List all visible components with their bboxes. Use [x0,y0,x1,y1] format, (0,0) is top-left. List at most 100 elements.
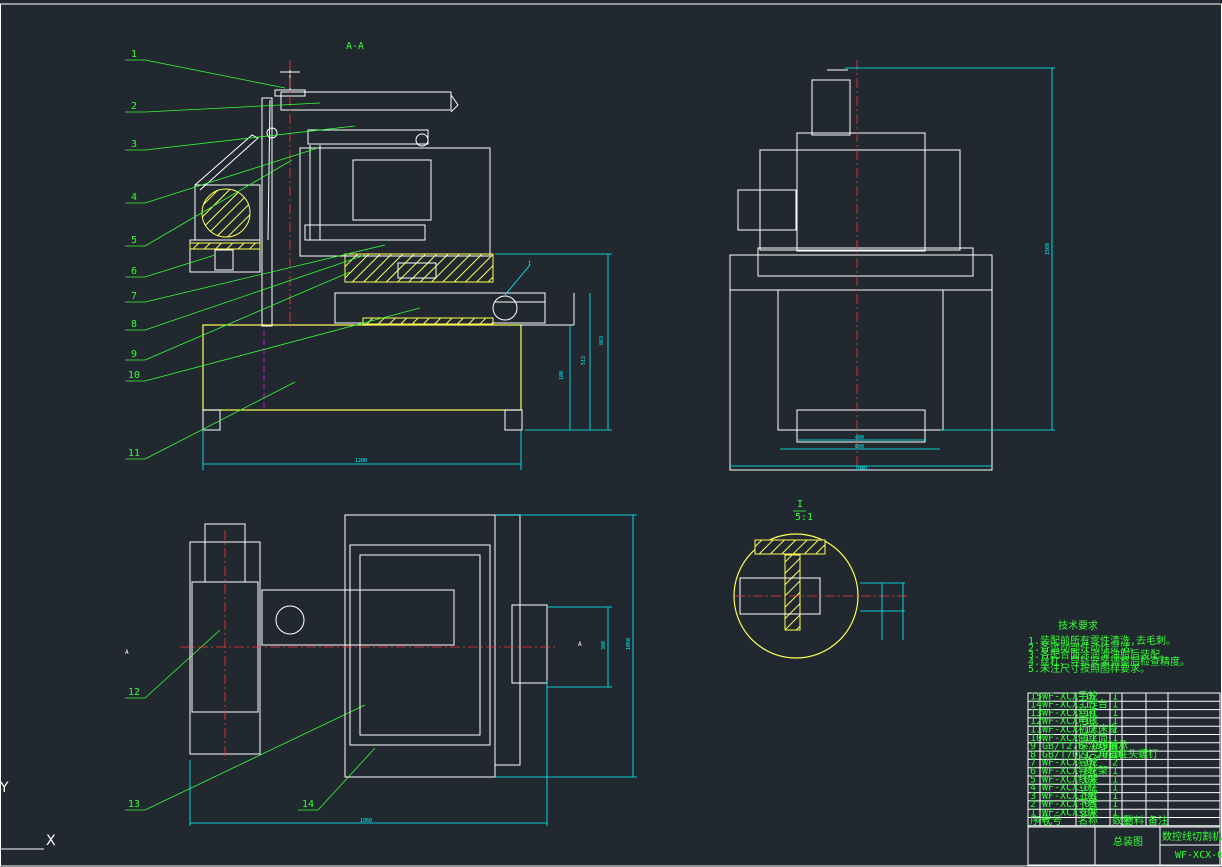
tech-note-line: 4.丝杠、导轨安装调整后检查精度。 [1028,655,1190,668]
bom-cell: 支架 [1078,807,1098,819]
bom-cell: 1 [1112,700,1118,711]
section-marker-right: A [578,641,582,648]
bom-cell: WF-XCX-12 [1042,725,1096,736]
title-block: 总装图 数控线切割机床总装图 WF-XCX-00 [1028,826,1222,865]
bom-cell: 10 [1030,733,1042,744]
dim-side-height: 1560 [1045,243,1051,255]
bom-cell: 5 [1030,774,1036,785]
bom-cell: 6 [1030,766,1036,777]
section-view-title: A-A [346,41,364,52]
bom-cell: 电机 [1078,714,1098,727]
tech-notes-title: 技术要求 [1058,619,1098,632]
dim-side-bottom-1: 400 [855,435,864,441]
bom-cell: 1 [1112,691,1118,702]
bom-cell: 1 [1112,766,1118,777]
part-label-4: 4 [131,192,137,203]
bom-cell: WF-XCX-07 [1042,783,1096,794]
bom-cell: 丝杠 [1078,706,1098,719]
bom-cell: 8 [1030,749,1036,760]
tech-note-line: 5.未注尺寸按照图样要求。 [1028,662,1150,675]
detail-scale: 5:1 [795,512,813,523]
bom-cell: 机床床身 [1078,723,1118,736]
tech-note-line: 1.装配前所有零件清洗,去毛刺。 [1028,634,1176,647]
bom-grid [1027,692,1221,827]
bom-cell: 1 [1112,725,1118,736]
bom-cell: 内六角圆柱头螺钉 [1078,747,1158,760]
front-section-view: A-A [189,41,612,470]
dim-top-height: 1060 [626,638,632,650]
bom-cell: WF-XCX-06 [1042,791,1096,802]
ucs-icon: X Y [0,780,56,850]
dim-front-width: 1200 [355,458,367,464]
detail-view: I 5:1 [733,499,910,659]
bom-cell: 2 [1030,799,1036,810]
part-label-6: 6 [131,266,137,277]
ucs-x-label: X [46,833,56,849]
tech-note-line: 3.各配合面涂润滑油脂后装配。 [1028,648,1170,661]
bom-cell: 手轮 [1078,689,1098,702]
part-label-5: 5 [131,235,137,246]
bom-cell: 4 [1030,783,1036,794]
bom-cell: 工作台 [1078,698,1108,711]
machine-base [202,324,522,411]
bom-cell: WF-XCX-13 [1042,716,1096,727]
part-label-14: 14 [302,799,314,810]
title-block-name: 总装图 [1113,835,1143,848]
side-view: 1560 400 600 1040 [729,60,1055,472]
bom-cell: WF-XCX-04 [1042,808,1096,819]
bom-cell: 1 [1030,808,1036,819]
dim-front-h1: 180 [559,371,565,380]
bom-cell: 15 [1030,691,1042,702]
bom-cell: GB/T70.1-2000 [1042,749,1120,760]
bom-cell: WF-XCX-08 [1042,774,1096,785]
title-block-product: 数控线切割机床总装图 [1162,830,1222,843]
part-label-2: 2 [131,101,137,112]
bom-cell: 1 [1112,791,1118,802]
part-leaders: 1 2 3 4 5 6 7 8 9 10 11 12 13 14 [125,49,421,811]
bom-cell: WF-XCX-10 [1042,758,1096,769]
bom-cell: 1 [1112,708,1118,719]
bom-cell: 3 [1030,791,1036,802]
part-label-3: 3 [131,139,137,150]
bom-cell: 13 [1030,708,1042,719]
part-label-11: 11 [128,448,140,459]
dim-side-width: 1040 [855,466,867,472]
bom-header-cell: 序号 [1030,814,1050,827]
part-label-9: 9 [131,349,137,360]
bom-cell: 14 [1030,700,1042,711]
bom-cell: 4 [1112,741,1118,752]
dim-front-h2: 512 [581,356,587,365]
bom-header-cell: 代号 [1042,815,1062,827]
bom-cell: 9 [1030,741,1036,752]
bom-cell: 立柱 [1078,781,1098,794]
part-label-12: 12 [128,687,140,698]
bom-cell: 下臂 [1078,797,1098,810]
bom-header-cell: 备注 [1148,814,1168,827]
bom-cell: 导轮 [1078,756,1098,769]
bom-cell: 1 [1112,716,1118,727]
top-view: A A 1060 1060 300 [125,514,637,826]
dim-top-right: 300 [601,641,607,650]
dim-side-bottom-2: 600 [855,444,864,450]
bom-cell: GB/T276-1994 [1042,741,1114,752]
tech-note-line: 2.各运动部件动作灵活。 [1028,641,1140,654]
bom-cell: 深沟球轴承 [1078,739,1128,752]
bom-cell: 7 [1030,758,1036,769]
bom-cell: 导轮架 [1078,764,1108,777]
dim-front-h3: 863 [599,336,605,345]
bom-cell: 16 [1112,749,1124,760]
dim-top-width: 1060 [360,818,372,824]
bom-header-cell: 数量 [1112,814,1132,827]
bom-cell: 11 [1030,725,1042,736]
bom-cell: 12 [1030,716,1042,727]
bom-cell: WF-XCX-05 [1042,799,1096,810]
bom-header-cell: 材料 [1124,814,1144,827]
ucs-y-label: Y [0,780,9,796]
bom-cell: 1 [1112,783,1118,794]
title-block-drawing-no: WF-XCX-00 [1175,850,1222,861]
detail-title: I [797,499,803,510]
bom-cell: 1 [1112,733,1118,744]
